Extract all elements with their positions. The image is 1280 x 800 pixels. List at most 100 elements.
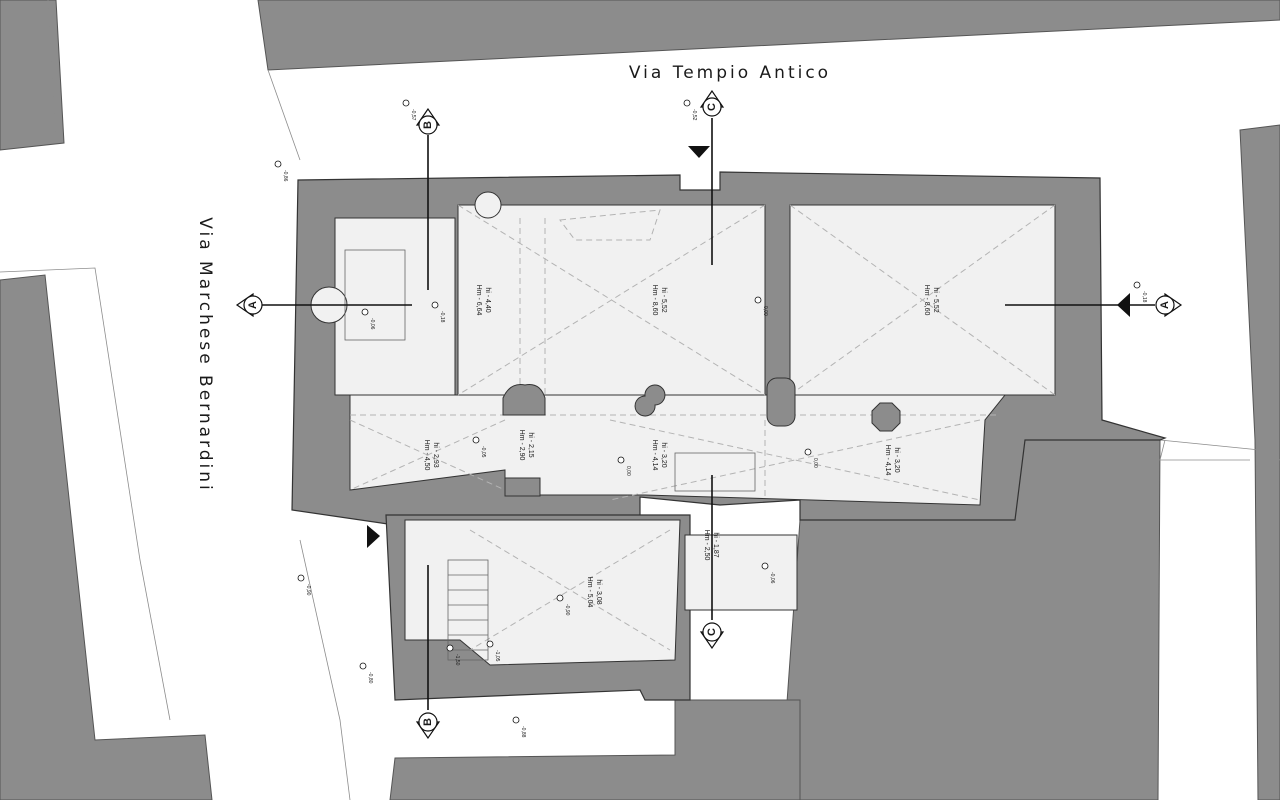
elevation-e2-value: -0,86	[282, 170, 288, 182]
pillar-2	[634, 384, 666, 417]
elevation-e16-value: -0,88	[520, 726, 526, 738]
niche-1	[474, 191, 502, 219]
section-marker-c-top-letter: C	[706, 103, 718, 111]
room-label-2: Hm - 8,60 hi - 5,52	[651, 285, 667, 316]
elevation-e15-value: -1,50	[454, 654, 460, 666]
elevation-e9-value: 0,00	[812, 458, 818, 468]
elevation-e4: -0,18	[431, 301, 445, 323]
room-label-6: Hm - 4,14 hi - 3,20	[651, 440, 667, 471]
elevation-symbol-icon	[359, 662, 367, 670]
elevation-e15: -1,50	[446, 644, 460, 666]
pillar-5	[504, 477, 541, 497]
elevation-e4-value: -0,18	[439, 311, 445, 323]
section-marker-b-bottom: B	[415, 712, 441, 740]
building-bottom-center	[389, 699, 801, 800]
elevation-e9: 0,00	[804, 448, 818, 468]
room-4-hi: hi - 2,93	[432, 442, 439, 467]
elevation-e5-value: -0,06	[369, 318, 375, 330]
pillar-1	[502, 384, 546, 416]
room-label-4: Hm - 4,50 hi - 2,93	[423, 440, 439, 471]
direction-arrows	[367, 146, 1130, 548]
elevation-e1: -0,57	[402, 99, 416, 121]
elevation-e7-value: -0,05	[480, 446, 486, 458]
room-2-hm: Hm - 8,60	[651, 285, 658, 316]
room-label-3: Hm - 8,60 hi - 5,52	[923, 285, 939, 316]
elevation-e6: 0,00	[754, 296, 768, 316]
section-marker-a-right-letter: A	[1159, 301, 1171, 309]
room-4-hm: Hm - 4,50	[423, 440, 430, 471]
elevation-e17-value: -0,06	[769, 572, 775, 584]
section-marker-b-bottom-letter: B	[422, 718, 434, 726]
elevation-symbol-icon	[556, 594, 564, 602]
arrow-left	[367, 525, 380, 548]
elevation-e3-value: -0,52	[691, 109, 697, 121]
pillars	[310, 191, 901, 497]
building-right	[1239, 124, 1280, 800]
elevation-e8-value: 0,00	[625, 466, 631, 476]
elevation-symbol-icon	[446, 644, 454, 652]
elevation-e8: 0,00	[617, 456, 631, 476]
room-1-hm: Hm - 6,64	[475, 285, 482, 316]
elevation-e13: -0,80	[359, 662, 373, 684]
room-8-hi: hi - 3,08	[595, 579, 602, 604]
elevation-symbol-icon	[617, 456, 625, 464]
room-3-hm: Hm - 8,60	[923, 285, 930, 316]
room-2-hi: hi - 5,52	[660, 287, 667, 312]
arrow-right	[1117, 293, 1130, 317]
section-lines	[260, 118, 1155, 710]
room-7-hm: Hm - 4,14	[884, 445, 891, 476]
building-top-center	[257, 0, 1280, 71]
room-6-hm: Hm - 4,14	[651, 440, 658, 471]
section-marker-c-bottom-letter: C	[706, 628, 718, 636]
room-1-hi: hi - 4,40	[484, 287, 491, 312]
elevation-e6-value: 0,00	[762, 306, 768, 316]
elevation-e12: -0,90	[297, 574, 311, 596]
arrow-top	[688, 146, 710, 158]
elevation-e13-value: -0,80	[367, 672, 373, 684]
room-label-7: Hm - 4,14 hi - 3,20	[884, 445, 900, 476]
elevation-symbol-icon	[472, 436, 480, 444]
elevation-symbol-icon	[431, 301, 439, 309]
section-marker-b-top: B	[415, 107, 441, 135]
elevation-e14-value: -1,05	[494, 650, 500, 662]
room-5-hm: Hm - 2,90	[518, 430, 525, 461]
room-5-hi: hi - 2,15	[527, 432, 534, 457]
elevation-symbol-icon	[804, 448, 812, 456]
elevation-e11-value: -0,90	[564, 604, 570, 616]
elevation-e10-value: -0,18	[1141, 291, 1147, 303]
room-label-1: Hm - 6,64 hi - 4,40	[475, 285, 491, 316]
elevation-symbol-icon	[361, 308, 369, 316]
elevation-symbol-icon	[754, 296, 762, 304]
elevation-e7: -0,05	[472, 436, 486, 458]
room-8-hm: Hm - 5,04	[586, 577, 593, 608]
elevation-symbol-icon	[274, 160, 282, 168]
elevation-e10: -0,18	[1133, 281, 1147, 303]
elevation-symbol-icon	[761, 562, 769, 570]
room-label-8: Hm - 5,04 hi - 3,08	[586, 577, 602, 608]
space-corridor	[684, 534, 798, 611]
street-name-top: Via Tempio Antico	[629, 63, 831, 83]
elevation-e16: -0,88	[512, 716, 526, 738]
room-3-hi: hi - 5,52	[932, 287, 939, 312]
elevation-e17: -0,06	[761, 562, 775, 584]
section-marker-a-left: A	[235, 292, 263, 318]
elevation-e2: -0,86	[274, 160, 288, 182]
elevation-e12-value: -0,90	[305, 584, 311, 596]
building-bottom-left	[0, 274, 213, 800]
elevation-e5: -0,06	[361, 308, 375, 330]
elevation-e14: -1,05	[486, 640, 500, 662]
elevation-e11: -0,90	[556, 594, 570, 616]
room-9-hi: hi - 1,87	[712, 532, 719, 557]
elevation-symbol-icon	[402, 99, 410, 107]
section-marker-a-left-letter: A	[247, 301, 259, 309]
section-marker-c-bottom: C	[699, 622, 725, 650]
elevation-markers: -0,57 -0,86 -0,52 -0,18 -0,06 0,00 -0,05…	[274, 99, 1147, 738]
section-marker-a-right: A	[1155, 292, 1183, 318]
elevation-symbol-icon	[486, 640, 494, 648]
elevation-symbol-icon	[683, 99, 691, 107]
stair	[344, 249, 756, 661]
section-marker-b-top-letter: B	[422, 121, 434, 129]
